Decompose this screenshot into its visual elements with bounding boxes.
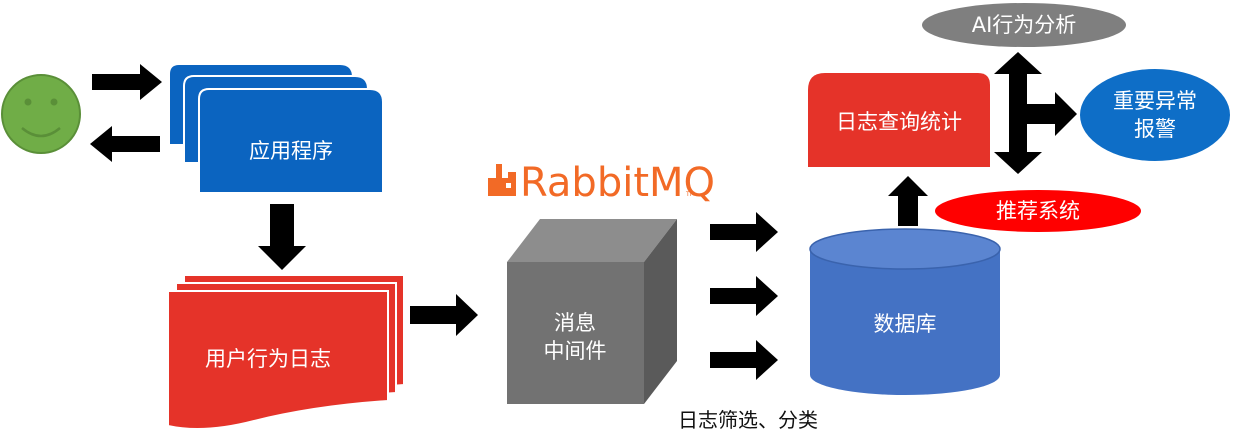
alert-label-line2: 报警 [1134, 117, 1176, 141]
recommend-node: 推荐系统 [935, 190, 1141, 232]
mq-label-line1: 消息 [554, 311, 596, 335]
mq-node: 消息 中间件 [507, 219, 677, 404]
right-arrow-icon [410, 294, 478, 336]
app-label: 应用程序 [249, 139, 333, 163]
user-log-label: 用户行为日志 [205, 347, 331, 371]
rabbitmq-tm: TM [685, 191, 695, 198]
ai-node: AI行为分析 [922, 3, 1126, 47]
recommend-label: 推荐系统 [996, 199, 1080, 223]
rabbitmq-wordmark: RabbitMQ [520, 160, 715, 206]
filter-note: 日志筛选、分类 [678, 408, 818, 432]
rabbitmq-logo-icon: RabbitMQ TM [488, 160, 715, 206]
up-arrow-icon [888, 176, 928, 226]
database-node: 数据库 [809, 228, 1001, 395]
down-arrow-icon [258, 204, 306, 270]
query-stats-node: 日志查询统计 [808, 73, 990, 167]
app-node: 应用程序 [168, 63, 384, 194]
right-arrow-icon [710, 212, 778, 252]
branch-arrow-icon [994, 52, 1077, 174]
mq-label-line2: 中间件 [544, 339, 607, 363]
response-arrow-icon [90, 126, 160, 162]
right-arrow-icon [710, 276, 778, 316]
query-stats-label: 日志查询统计 [836, 110, 962, 134]
ai-label: AI行为分析 [972, 13, 1077, 37]
smiley-face-icon [1, 74, 81, 154]
database-label: 数据库 [874, 312, 937, 336]
alert-node: 重要异常 报警 [1080, 69, 1230, 161]
alert-label-line1: 重要异常 [1113, 89, 1197, 113]
user-log-node: 用户行为日志 [167, 274, 405, 431]
request-arrow-icon [92, 64, 162, 100]
right-arrow-icon [710, 340, 778, 380]
